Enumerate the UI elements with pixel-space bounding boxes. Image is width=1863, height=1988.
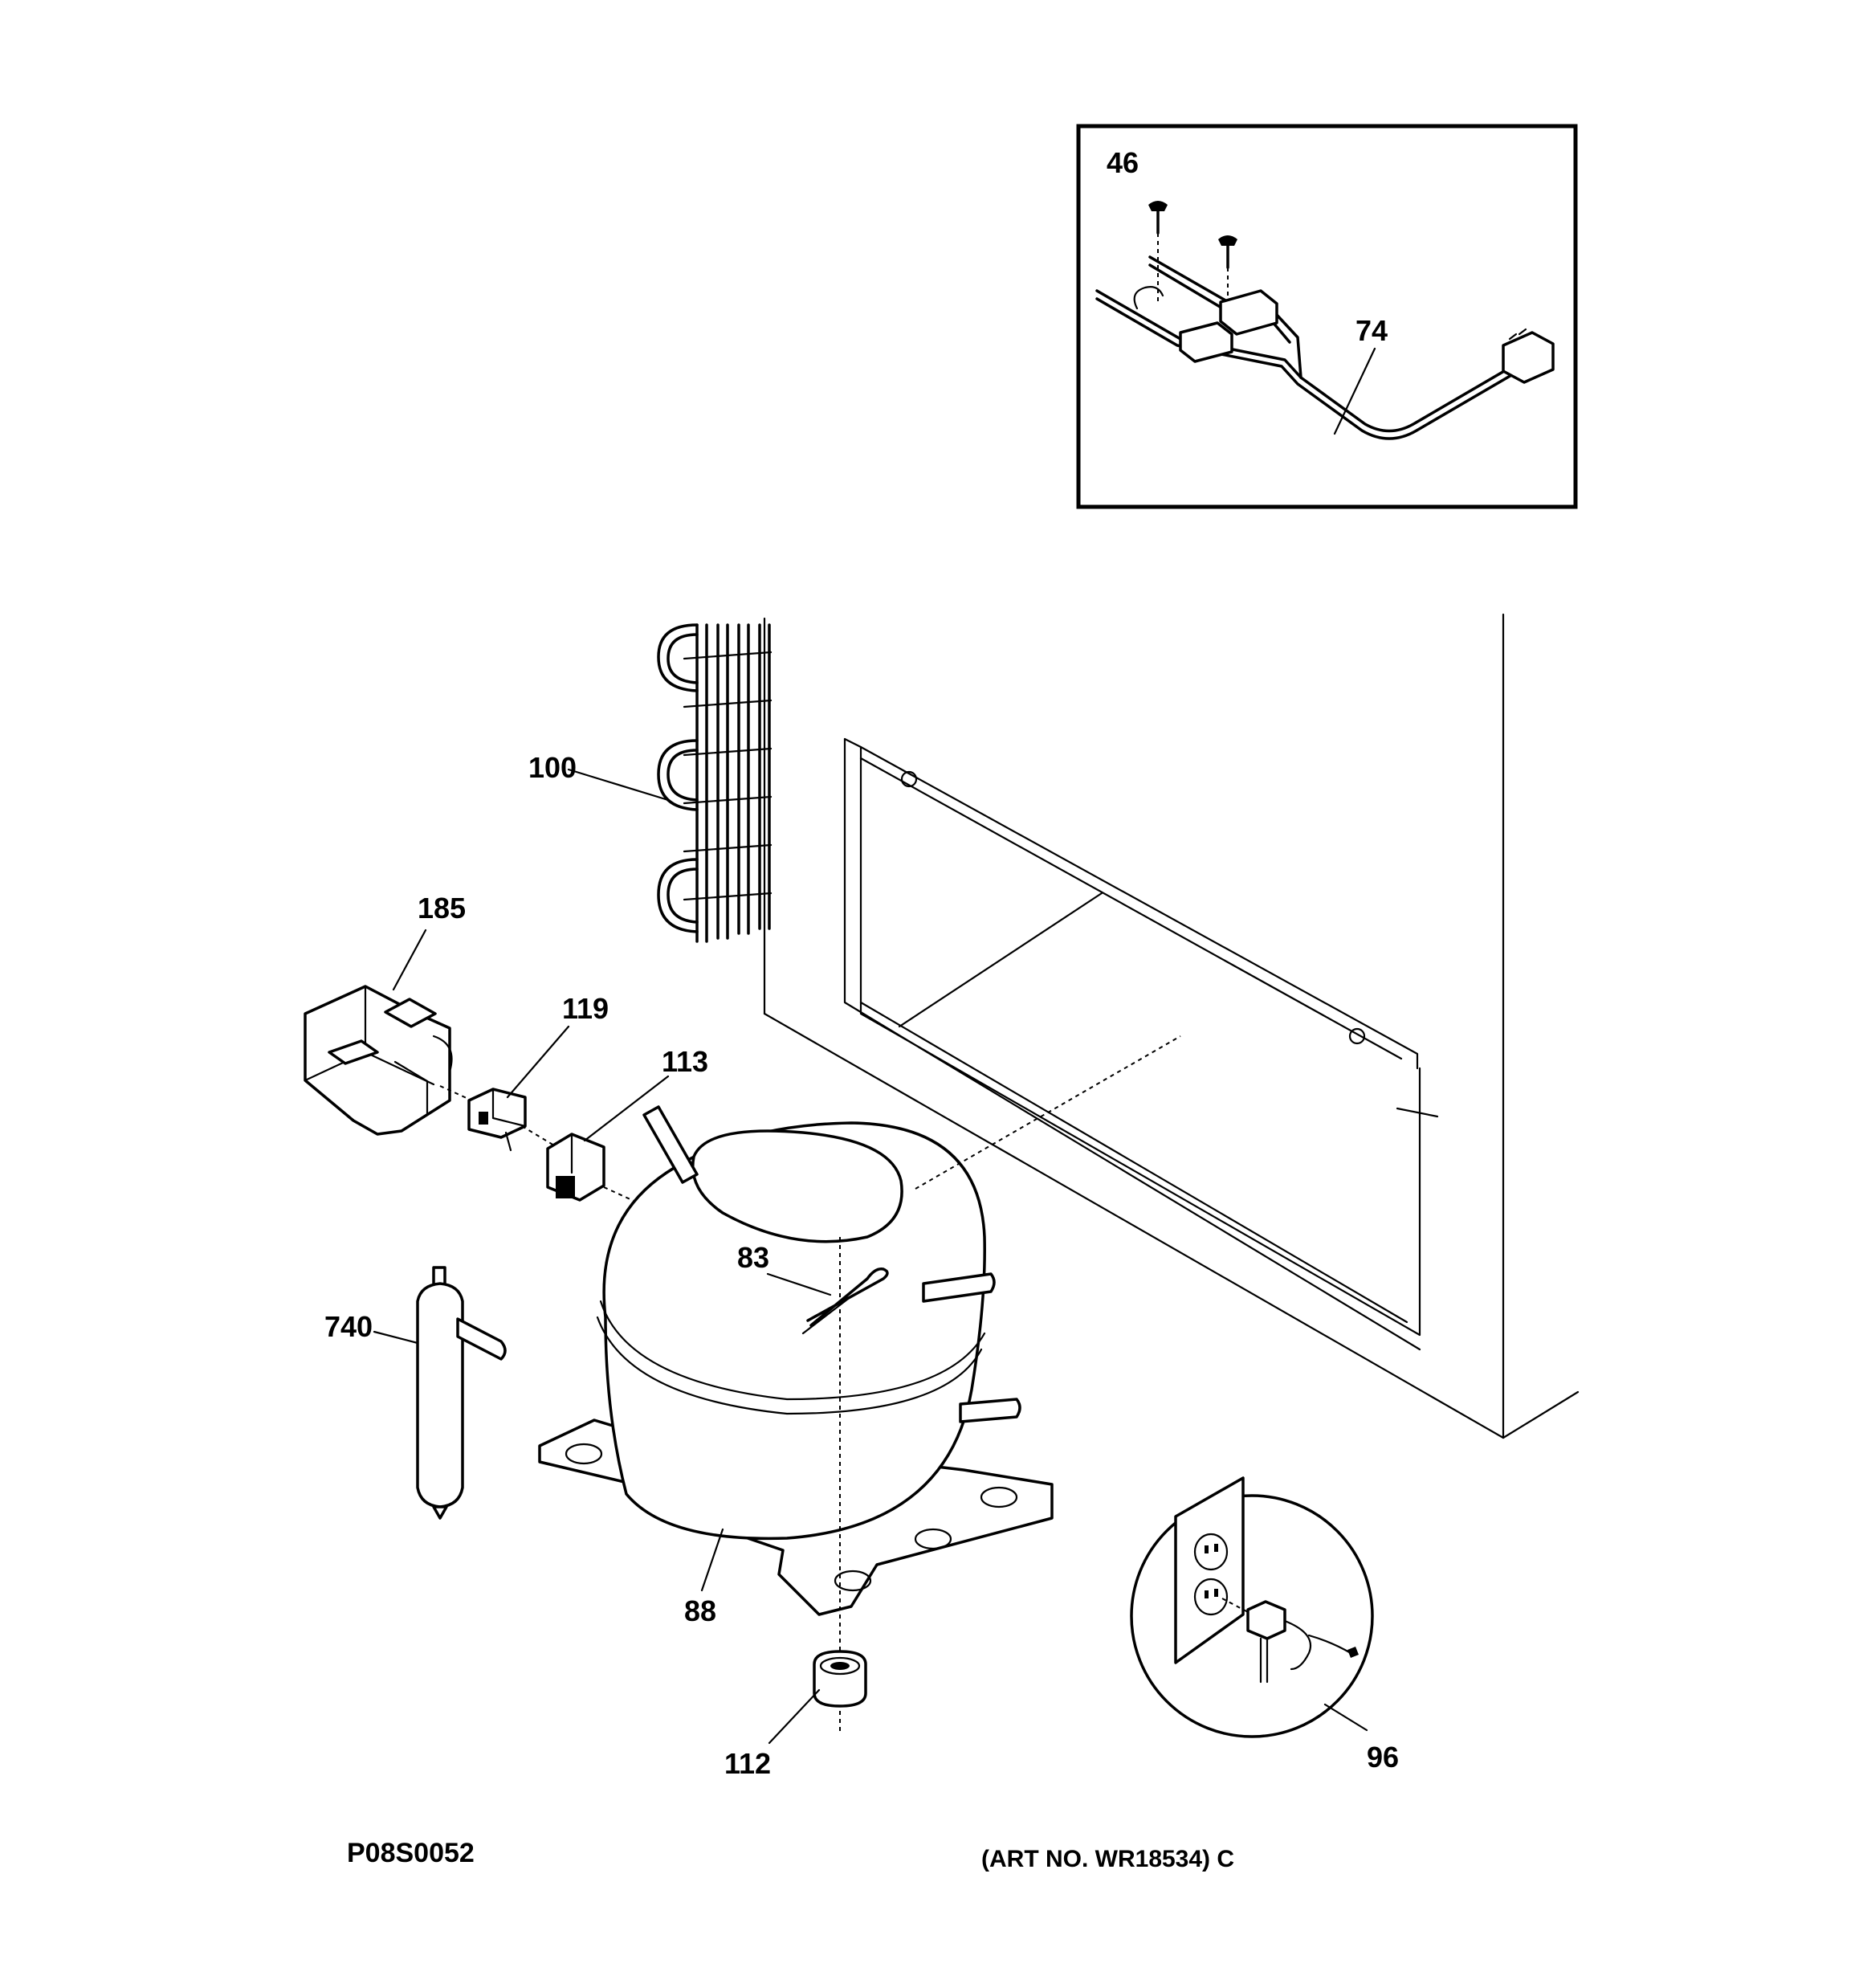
- relay-cover: [304, 985, 453, 1136]
- compressor: [538, 1035, 1181, 1735]
- callout-119: 119: [562, 992, 609, 1025]
- dryer: [416, 1266, 507, 1520]
- leader-line-74: [1333, 347, 1376, 435]
- callout-88: 88: [684, 1594, 716, 1627]
- leader-line-96: [1323, 1703, 1368, 1732]
- outlet-detail: [1130, 1476, 1374, 1738]
- leader-line-119: [506, 1025, 570, 1099]
- callout-112: 112: [724, 1747, 771, 1780]
- leader-line-740: [373, 1330, 419, 1345]
- callout-113: 113: [662, 1045, 708, 1078]
- relay: [467, 1088, 527, 1152]
- callout-100: 100: [528, 751, 577, 784]
- leader-line-113: [583, 1075, 670, 1142]
- wire-clip: [801, 1268, 889, 1335]
- condenser-coil: [657, 623, 773, 943]
- wire-harness: [1095, 255, 1555, 440]
- overload-protector: [546, 1133, 605, 1202]
- cabinet-outline: [763, 613, 1580, 1439]
- callout-185: 185: [418, 892, 466, 925]
- leader-line-100: [567, 768, 670, 802]
- art-number: (ART NO. WR18534) C: [981, 1846, 1234, 1872]
- diagram-code: P08S0052: [347, 1838, 475, 1868]
- leader-line-185: [392, 929, 427, 991]
- callout-46: 46: [1107, 146, 1139, 179]
- callout-96: 96: [1367, 1741, 1399, 1774]
- callout-83: 83: [737, 1241, 769, 1274]
- leader-line-112: [768, 1688, 821, 1745]
- callout-74: 74: [1355, 314, 1388, 347]
- leader-line-88: [700, 1528, 724, 1592]
- screw-icon: [1218, 235, 1237, 269]
- screw-icon: [1148, 201, 1168, 235]
- callout-740: 740: [324, 1310, 373, 1343]
- grommet: [813, 1650, 867, 1708]
- leader-line-83: [766, 1272, 832, 1296]
- inset-harness-panel: 46 74: [1076, 124, 1578, 509]
